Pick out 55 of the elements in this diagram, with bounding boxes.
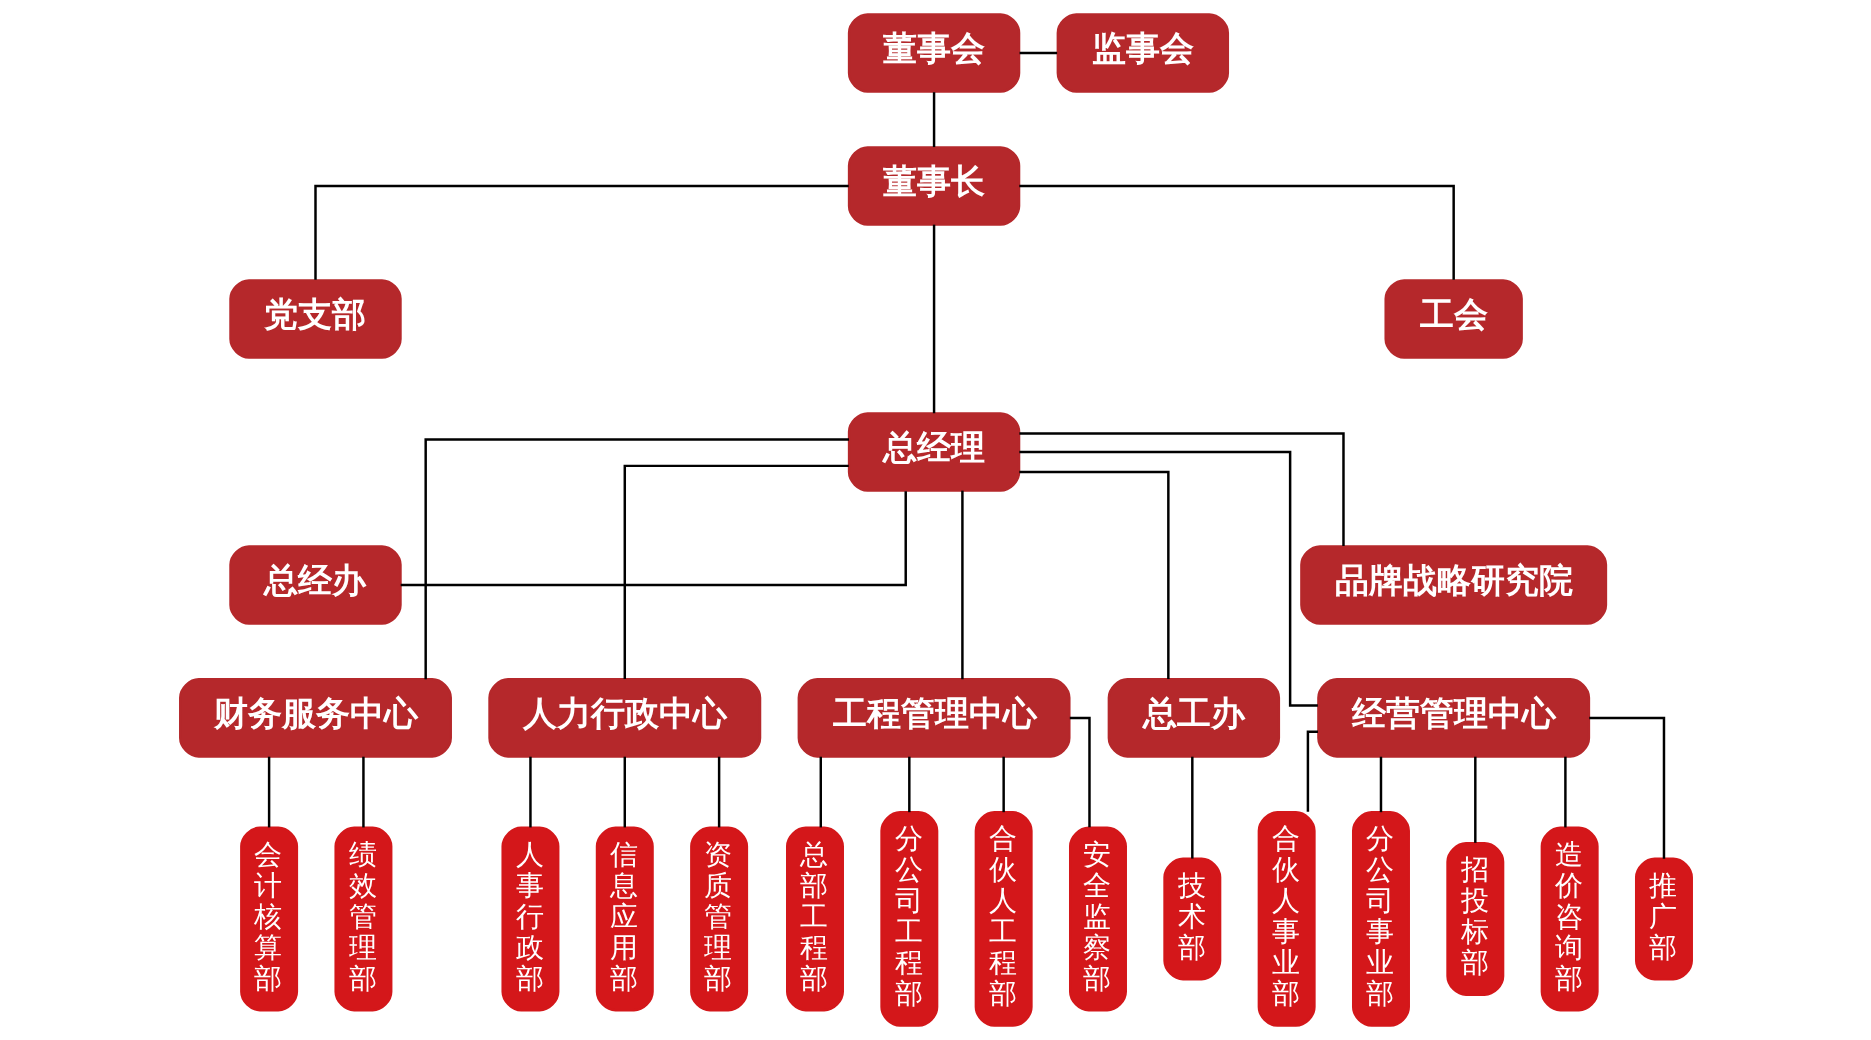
node-box: 会计核算部 (239, 826, 298, 1012)
connector (1018, 432, 1345, 546)
connector (1018, 184, 1455, 280)
node-box: 合伙人事业部 (1257, 811, 1316, 1027)
connector (361, 756, 365, 828)
connector (1018, 450, 1318, 707)
node-box: 总经办 (228, 545, 402, 625)
connector (1001, 756, 1005, 813)
node-box: 人力行政中心 (487, 678, 761, 758)
connector (1379, 756, 1382, 813)
connector (717, 756, 720, 828)
connector (907, 756, 911, 813)
node-box: 技术部 (1162, 857, 1221, 981)
connector (267, 756, 270, 828)
node-box: 总工办 (1107, 678, 1280, 758)
node-box: 分公司工程部 (879, 811, 938, 1027)
connector (819, 756, 822, 828)
node-box: 信息应用部 (595, 826, 654, 1012)
connector (932, 224, 935, 414)
node-box: 招投标部 (1445, 842, 1504, 996)
connector (400, 491, 907, 587)
node-box: 董事长 (847, 146, 1020, 226)
connector (1306, 730, 1318, 812)
node-box: 推广部 (1634, 857, 1693, 981)
node-box: 人事行政部 (500, 826, 559, 1012)
node-box: 资质管理部 (689, 826, 748, 1012)
node-box: 总经理 (847, 412, 1020, 492)
connector (1019, 51, 1057, 55)
connector (423, 438, 849, 680)
connector (960, 490, 964, 680)
connector (1588, 716, 1665, 859)
connector (313, 184, 849, 280)
node-box: 工程管理中心 (797, 678, 1071, 758)
node-box: 工会 (1383, 279, 1523, 359)
node-box: 总部工程部 (785, 826, 844, 1012)
node-box: 分公司事业部 (1351, 811, 1410, 1027)
connector (932, 92, 935, 148)
connector (528, 756, 532, 828)
node-box: 造价咨询部 (1540, 826, 1599, 1012)
node-box: 合伙人工程部 (974, 811, 1033, 1027)
node-box: 绩效管理部 (333, 826, 392, 1012)
connector (1018, 470, 1170, 679)
node-box: 财务服务中心 (178, 678, 452, 758)
connector (1190, 756, 1194, 859)
node-box: 董事会 (847, 13, 1020, 93)
node-box: 经营管理中心 (1316, 678, 1590, 758)
connector (1473, 756, 1477, 843)
node-box: 监事会 (1056, 13, 1229, 93)
connector (1069, 716, 1091, 828)
connector (623, 756, 626, 828)
node-box: 安全监察部 (1068, 826, 1127, 1012)
connector (623, 464, 849, 680)
node-box: 品牌战略研究院 (1299, 545, 1607, 625)
connector (1563, 756, 1567, 828)
node-box: 党支部 (228, 279, 402, 359)
